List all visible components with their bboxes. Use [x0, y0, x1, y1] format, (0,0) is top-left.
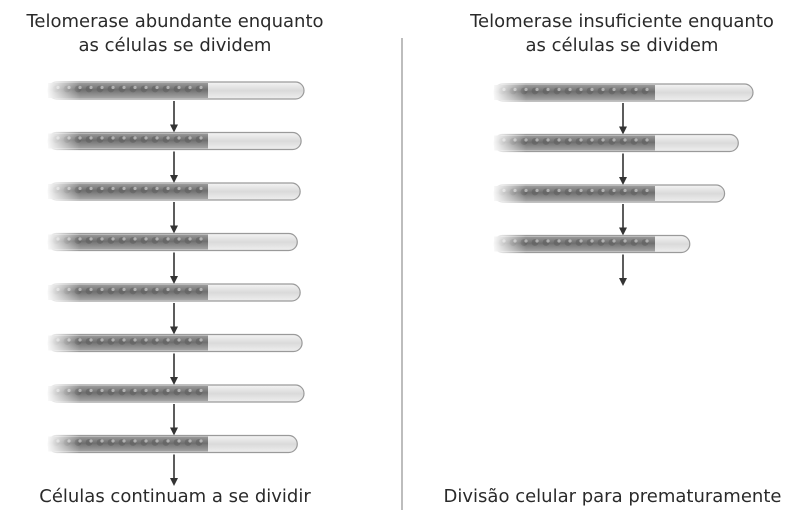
left-panel-title: Telomerase abundante enquanto as células…: [0, 10, 350, 58]
left-panel-caption: Células continuam a se dividir: [39, 486, 311, 507]
left-chromosome-5: [46, 283, 301, 302]
right-chromosome-4: [492, 234, 691, 254]
right-chromosome-2: [492, 133, 739, 153]
right-panel-title: Telomerase insuficiente enquanto as célu…: [435, 10, 809, 58]
right-chromosome-3: [492, 184, 726, 203]
left-chromosome-8: [46, 434, 298, 454]
left-chromosome-7: [46, 384, 305, 403]
left-chromosome-column: [46, 81, 305, 486]
left-chromosome-1: [46, 81, 305, 100]
left-chromosome-2: [46, 131, 302, 151]
left-title-line-2: as células se dividem: [78, 35, 272, 56]
left-chromosome-4: [46, 232, 298, 252]
panel-divider: [401, 38, 403, 510]
right-panel-caption: Divisão celular para prematuramente: [443, 486, 782, 507]
right-chromosome-column: [492, 83, 754, 286]
right-chromosome-1: [492, 83, 754, 102]
right-title-line-1: Telomerase insuficiente enquanto: [470, 11, 774, 32]
right-title-line-2: as células se dividem: [525, 35, 719, 56]
left-chromosome-6: [46, 333, 303, 353]
left-title-line-1: Telomerase abundante enquanto: [26, 11, 324, 32]
left-chromosome-3: [46, 182, 301, 201]
